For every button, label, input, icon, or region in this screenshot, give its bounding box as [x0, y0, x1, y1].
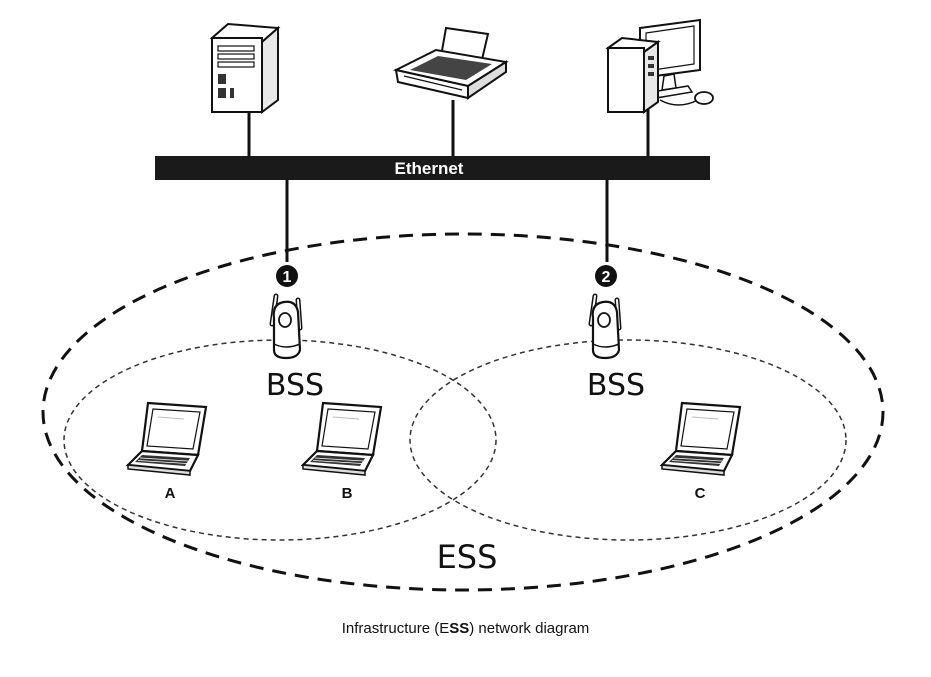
laptop-a-icon	[128, 403, 206, 475]
ap-badge-2-number: 2	[602, 269, 611, 286]
bss-label-2: BSS	[587, 368, 645, 403]
access-point-1-icon	[272, 296, 300, 358]
caption-bold-part: SS	[449, 620, 469, 637]
server-icon	[212, 24, 278, 112]
ethernet-label: Ethernet	[395, 159, 464, 178]
client-label-a: A	[165, 485, 176, 502]
laptop-c-icon	[662, 403, 740, 475]
ap-badge-1-number: 1	[283, 269, 292, 286]
desktop-computer-icon	[608, 20, 713, 112]
client-label-b: B	[342, 485, 353, 502]
laptop-b-icon	[303, 403, 381, 475]
client-label-c: C	[695, 485, 706, 502]
caption-part-1: Infrastructure (E	[342, 620, 450, 637]
diagram-caption: Infrastructure (ESS) network diagram	[0, 620, 931, 637]
caption-part-2: ) network diagram	[469, 620, 589, 637]
access-point-2-icon	[591, 296, 619, 358]
access-point-1: 1	[272, 265, 300, 358]
ess-label: ESS	[437, 538, 498, 576]
printer-icon	[396, 28, 506, 98]
bss-label-1: BSS	[266, 368, 324, 403]
access-point-2: 2	[591, 265, 619, 358]
